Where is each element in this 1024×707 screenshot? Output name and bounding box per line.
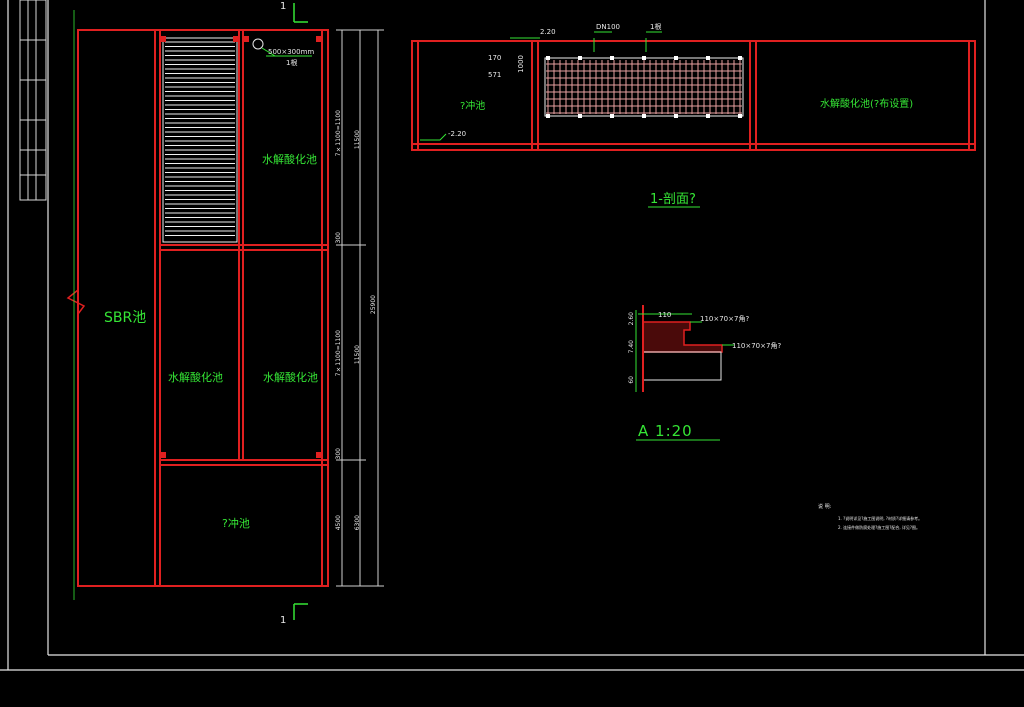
- dim-label: 170: [488, 54, 502, 62]
- pipe-spec-label: 500×300mm: [268, 48, 315, 56]
- dim-label: 300: [335, 448, 342, 460]
- pipe-count-label: 1根: [650, 23, 662, 31]
- detail-dim-top: 110: [658, 311, 672, 319]
- flush-tank-label: ?冲池: [222, 517, 250, 530]
- dim-label: 60: [628, 376, 635, 384]
- detail-label-1: 110×70×7角?: [700, 315, 750, 323]
- drawing-frame: [0, 0, 1024, 671]
- section-right-tank-label: 水解酸化池(?布设置): [820, 99, 914, 110]
- dim-label: 7×1100=1100: [335, 330, 342, 377]
- dim-label: 1000: [517, 55, 525, 73]
- notes-line-2: 2. 连接件做防腐处理?施工图?配合, 详见?图。: [838, 525, 920, 530]
- section-mark-bottom: 1: [280, 615, 287, 626]
- sbr-tank-label: SBR池: [104, 310, 147, 326]
- notes-heading: 说 明:: [818, 504, 832, 510]
- level-top-label: 2.20: [540, 28, 556, 36]
- plan-view: [66, 3, 384, 620]
- section-view: [411, 31, 976, 151]
- hydrolysis-tank-label-right: 水解酸化池: [263, 371, 318, 384]
- level-bottom-label: -2.20: [448, 130, 467, 138]
- dim-label: 6300: [354, 515, 361, 531]
- notes-line-1: 1. ?说明详见?施工图说明, ?材质?详细请参考。: [838, 516, 923, 521]
- dim-label-total: 25900: [370, 295, 377, 315]
- dim-label: 11500: [354, 130, 361, 150]
- dim-label: 11500: [354, 345, 361, 365]
- detail-label-2: 110×70×7角?: [732, 342, 782, 350]
- detail-a-view: [635, 305, 734, 441]
- hydrolysis-tank-label-left: 水解酸化池: [168, 371, 223, 384]
- hydrolysis-tank-label-top: 水解酸化池: [262, 153, 317, 166]
- dim-label: 300: [335, 232, 342, 244]
- section-title: 1-剖面?: [650, 192, 696, 207]
- pipe-dn-label: DN100: [596, 23, 620, 31]
- dim-label: 4500: [335, 515, 342, 531]
- dim-label: 7.40: [628, 340, 635, 354]
- dim-label: 7×1100=1100: [335, 110, 342, 157]
- pipe-spec-sublabel: 1根: [286, 59, 298, 67]
- detail-title: A 1:20: [638, 422, 693, 440]
- dim-label: 2.60: [628, 312, 635, 326]
- dim-label: 571: [488, 71, 502, 79]
- section-left-tank-label: ?冲池: [460, 101, 486, 112]
- title-block-strip: [19, 0, 47, 201]
- section-mark-top: 1: [280, 1, 287, 12]
